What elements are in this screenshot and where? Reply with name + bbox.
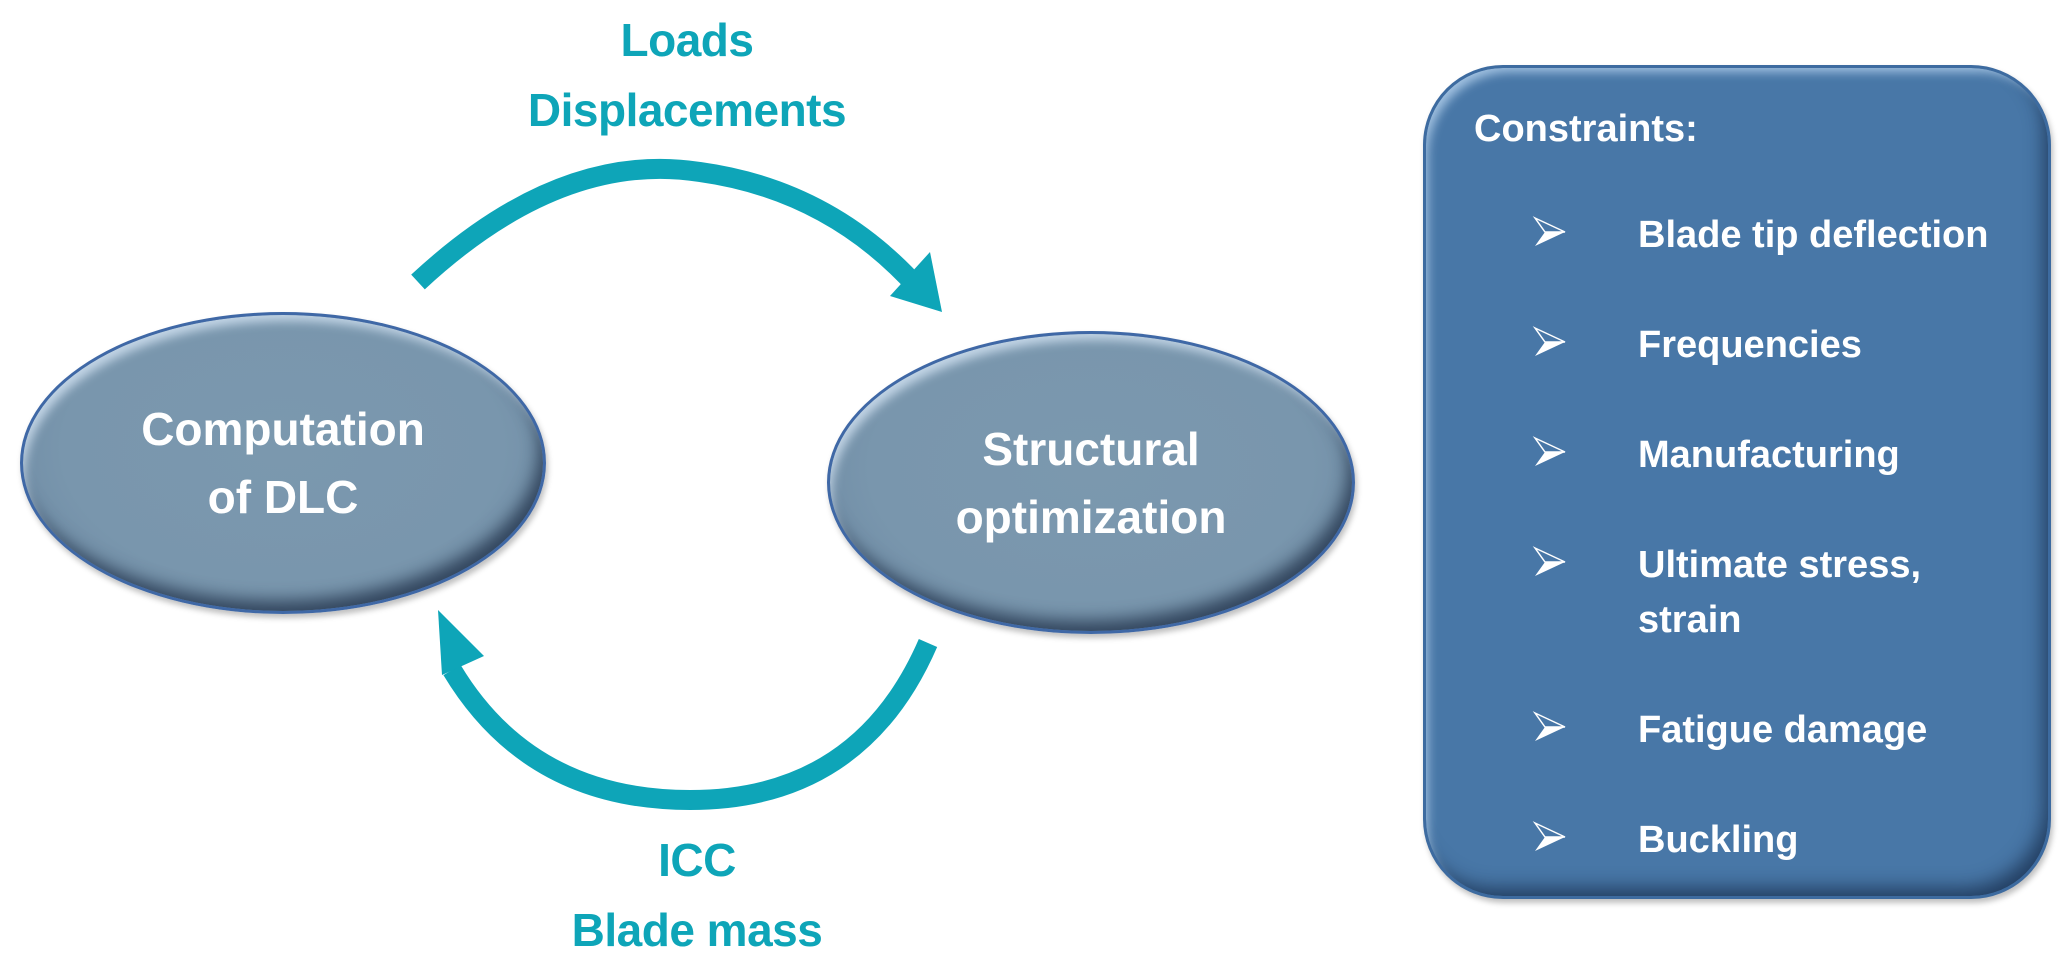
node-structural-optimization: Structural optimization bbox=[827, 331, 1355, 634]
top-flow-line-1: Loads bbox=[620, 14, 754, 66]
constraint-item: Buckling bbox=[1531, 813, 2038, 868]
bottom-arrow-head bbox=[438, 610, 484, 675]
constraints-title: Constraints: bbox=[1474, 108, 1698, 150]
node-right-line-1: Structural bbox=[982, 422, 1200, 475]
constraint-label: Fatigue damage bbox=[1638, 709, 1928, 751]
top-flow-line-2: Displacements bbox=[527, 84, 847, 136]
constraint-label: Frequencies bbox=[1638, 324, 1862, 366]
node-right-line-2: optimization bbox=[955, 490, 1227, 543]
constraint-label: Buckling bbox=[1638, 819, 1799, 861]
arrowhead-bullet-icon bbox=[1532, 326, 1566, 356]
constraint-item: Fatigue damage bbox=[1531, 703, 2038, 758]
arrowhead-bullet-icon bbox=[1532, 216, 1566, 246]
bottom-arrow-shaft bbox=[443, 639, 938, 811]
bottom-flow-line-2: Blade mass bbox=[571, 904, 823, 956]
constraint-item: Ultimate stress, strain bbox=[1531, 538, 1968, 648]
arrowhead-bullet-icon bbox=[1532, 821, 1566, 851]
constraint-label: Manufacturing bbox=[1638, 434, 1900, 476]
arrowhead-bullet-icon bbox=[1532, 711, 1566, 741]
top-arrow-head bbox=[890, 252, 942, 312]
top-arrow bbox=[411, 158, 942, 312]
constraint-item: Manufacturing bbox=[1531, 428, 2038, 483]
top-arrow-shaft bbox=[411, 158, 926, 295]
bottom-flow-label: ICC Blade mass bbox=[497, 825, 897, 965]
top-flow-label: Loads Displacements bbox=[487, 5, 887, 145]
node-left-line-2: of DLC bbox=[207, 471, 359, 523]
bottom-arrow bbox=[438, 610, 938, 811]
node-left-line-1: Computation bbox=[141, 403, 425, 455]
bottom-flow-line-1: ICC bbox=[658, 834, 736, 886]
constraint-label: Blade tip deflection bbox=[1638, 214, 1989, 256]
arrowhead-bullet-icon bbox=[1532, 546, 1566, 576]
node-computation-of-dlc: Computation of DLC bbox=[20, 312, 546, 614]
arrowhead-bullet-icon bbox=[1532, 436, 1566, 466]
constraints-box: Constraints: Blade tip deflection Freque… bbox=[1423, 65, 2051, 899]
constraint-item: Frequencies bbox=[1531, 318, 2038, 373]
constraint-label: Ultimate stress, strain bbox=[1638, 544, 1922, 641]
constraint-item: Blade tip deflection bbox=[1531, 208, 2038, 263]
